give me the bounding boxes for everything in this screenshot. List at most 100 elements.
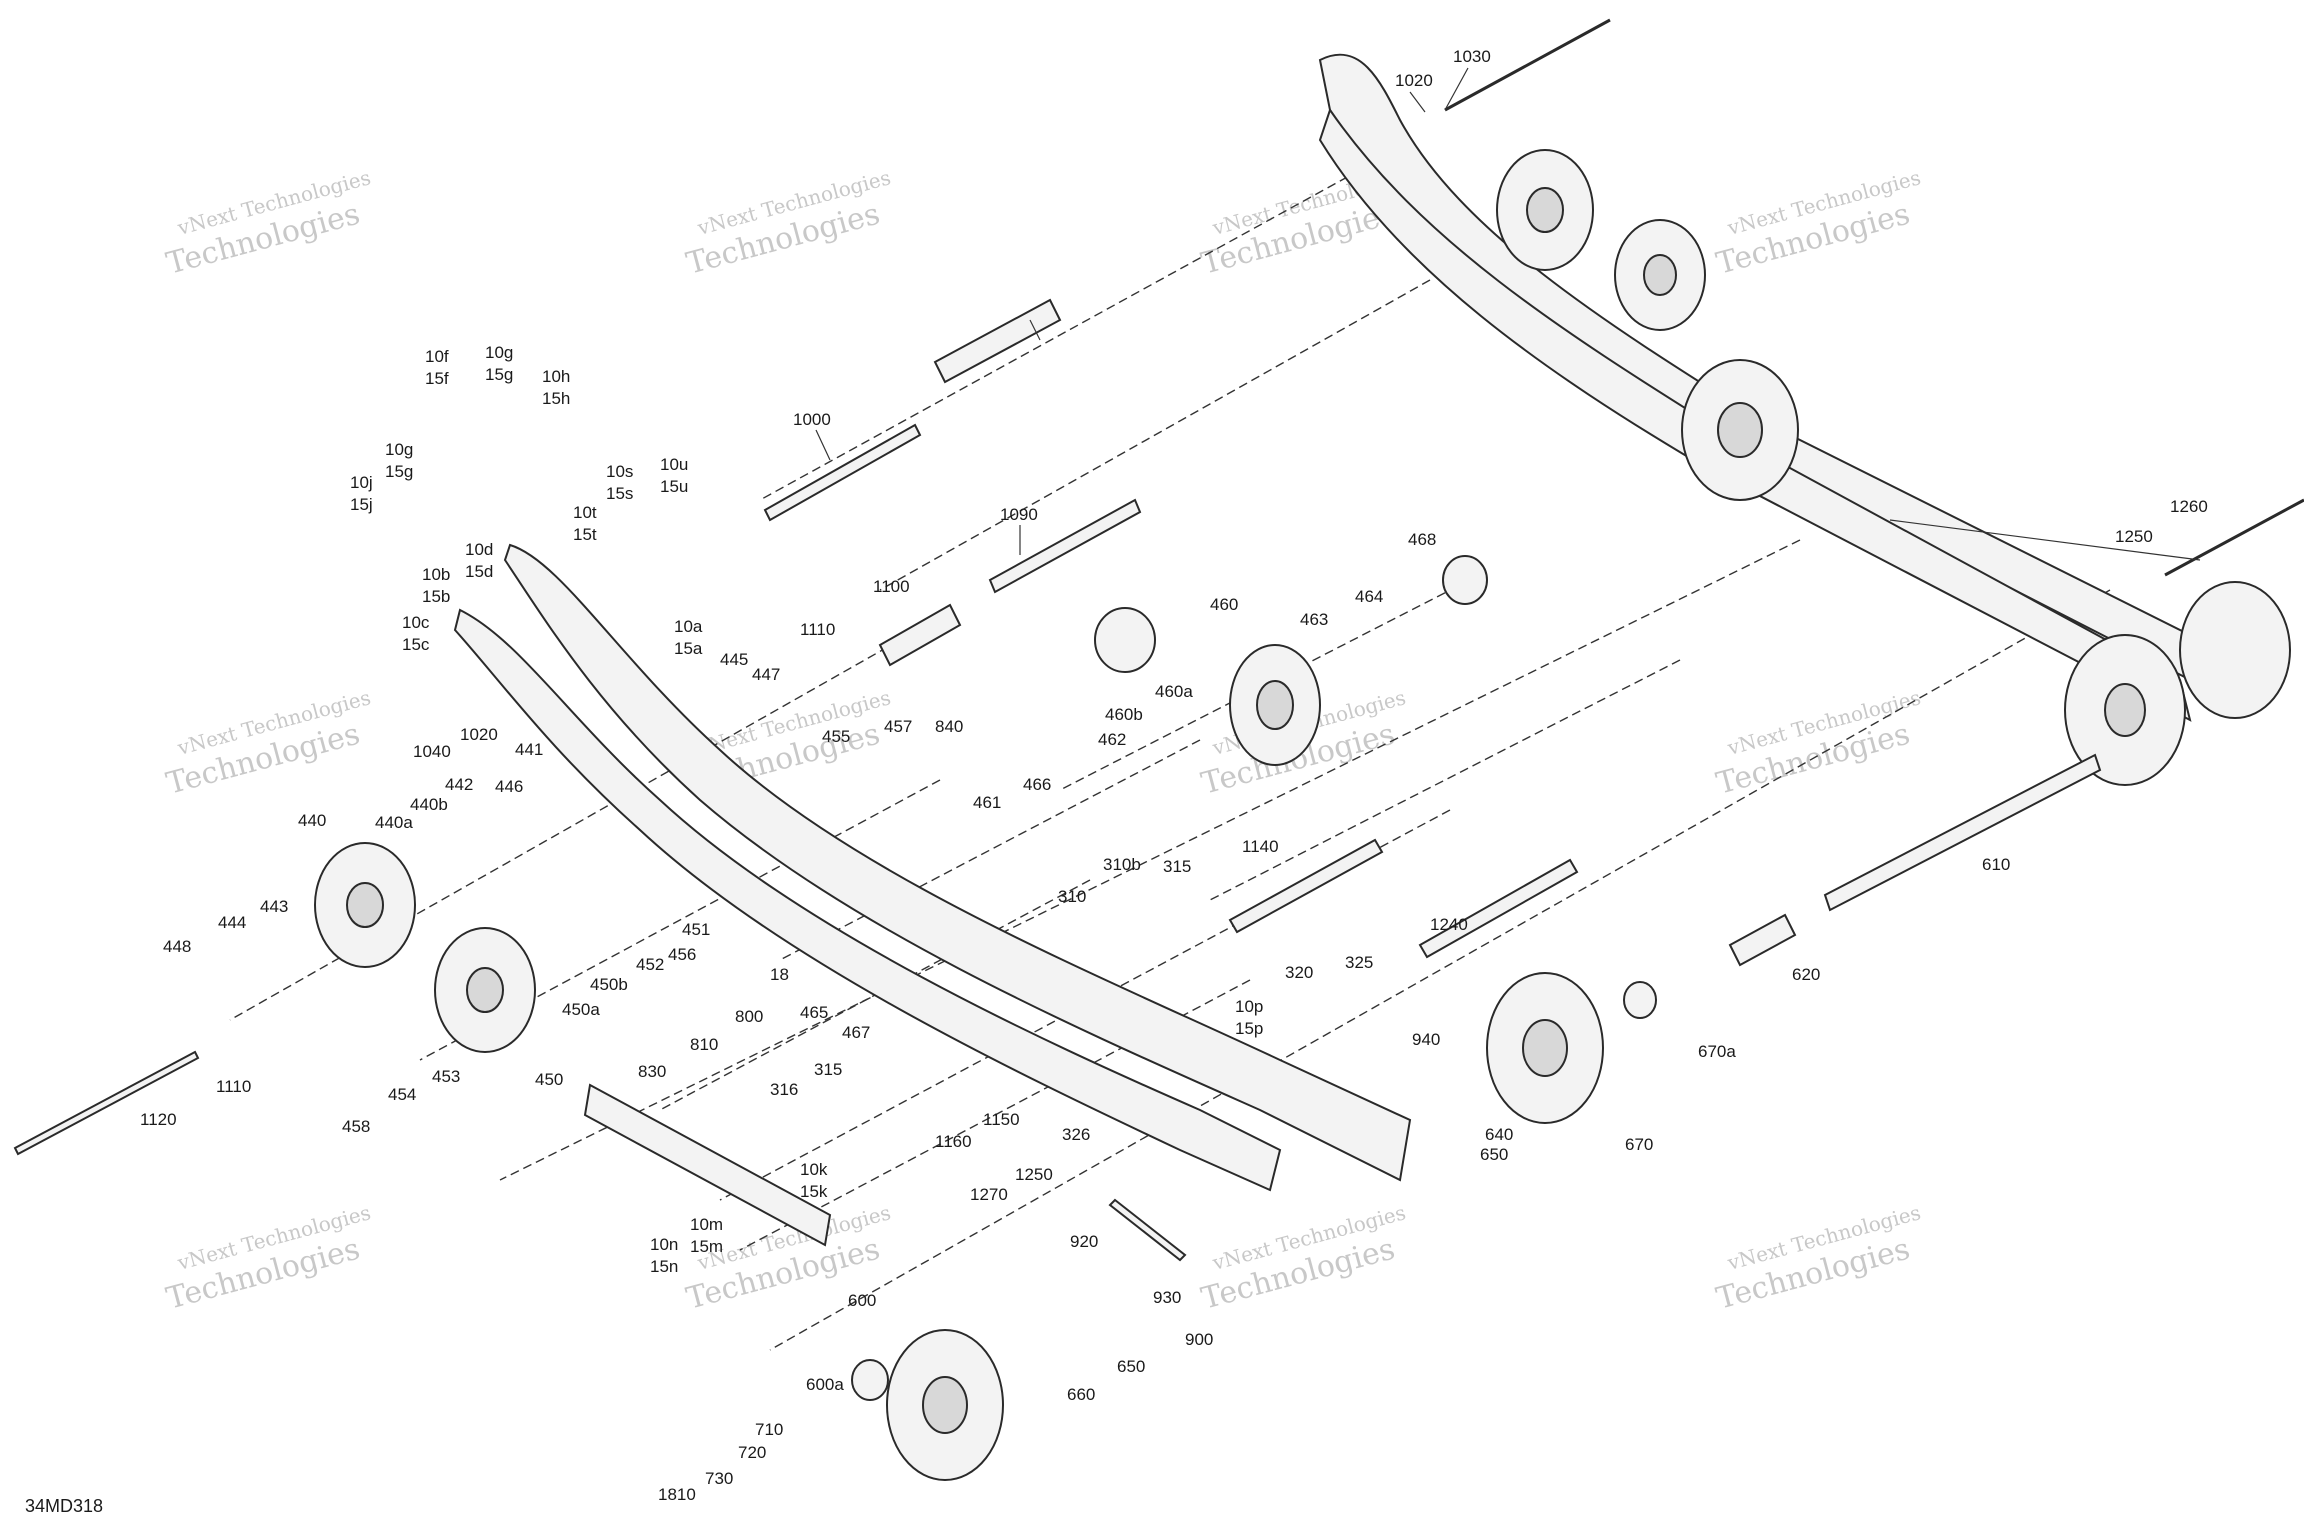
part-label: 1100	[873, 577, 910, 596]
part-label: 1020	[1395, 71, 1433, 90]
part-label: 10n	[650, 1235, 678, 1254]
watermark: vNext Technologies Technologies	[1713, 1200, 1923, 1316]
part-label: 830	[638, 1062, 666, 1081]
part-label: 18	[770, 965, 789, 984]
part-label: 10k	[800, 1160, 828, 1179]
part-label: 840	[935, 717, 963, 736]
part-label: 442	[445, 775, 473, 794]
part-label: 15f	[425, 369, 449, 388]
part-label: 15u	[660, 477, 688, 496]
part-label: 650	[1117, 1357, 1145, 1376]
part-label: 1270	[970, 1185, 1008, 1204]
part-label: 452	[636, 955, 664, 974]
part-label: 1120	[140, 1110, 177, 1129]
part-label: 720	[738, 1443, 766, 1462]
part-label: 15b	[422, 587, 450, 606]
part-label: 940	[1412, 1030, 1440, 1049]
part-label: 1160	[935, 1132, 972, 1151]
part-label: 315	[814, 1060, 842, 1079]
part-label: 600	[848, 1291, 876, 1310]
part-label: 440	[298, 811, 326, 830]
shafts-and-tubes	[13, 298, 2102, 1262]
part-label: 900	[1185, 1330, 1213, 1349]
watermark-layer: vNext Technologies Technologies vNext Te…	[163, 165, 1923, 1316]
part-label: 460a	[1155, 682, 1193, 701]
part-label: 660	[1067, 1385, 1095, 1404]
watermark: vNext Technologies Technologies	[1713, 165, 1923, 281]
part-label: 1250	[1015, 1165, 1053, 1184]
part-label: 455	[822, 727, 850, 746]
part-label: 730	[705, 1469, 733, 1488]
part-label: 1260	[2170, 497, 2208, 516]
part-label: 15p	[1235, 1019, 1263, 1038]
part-label: 461	[973, 793, 1001, 812]
callout-labels: 1030 1020 1000 1090 1260 1250 10h 15h 10…	[140, 47, 2208, 1504]
part-label: 460	[1210, 595, 1238, 614]
watermark: vNext Technologies Technologies	[1713, 685, 1923, 801]
part-label: 650	[1480, 1145, 1508, 1164]
part-label: 10t	[573, 503, 597, 522]
part-label: 15g	[485, 365, 513, 384]
leader-lines	[815, 67, 2201, 561]
part-label: 1040	[413, 742, 451, 761]
part-label: 10a	[674, 617, 703, 636]
part-label: 10u	[660, 455, 688, 474]
part-label: 441	[515, 740, 543, 759]
part-label: 15j	[350, 495, 373, 514]
part-label: 315	[1163, 857, 1191, 876]
part-label: 445	[720, 650, 748, 669]
part-label: 10g	[385, 440, 413, 459]
watermark: vNext Technologies Technologies	[1198, 1200, 1408, 1316]
part-label: 15c	[402, 635, 430, 654]
part-label: 1140	[1242, 837, 1279, 856]
part-label: 464	[1355, 587, 1383, 606]
part-label: 15m	[690, 1237, 723, 1256]
part-label: 10h	[542, 367, 570, 386]
part-label: 15n	[650, 1257, 678, 1276]
part-label: 1110	[800, 620, 835, 639]
part-label: 610	[1982, 855, 2010, 874]
part-label: 710	[755, 1420, 783, 1439]
part-label: 15g	[385, 462, 413, 481]
part-label: 15a	[674, 639, 703, 658]
part-label: 620	[1792, 965, 1820, 984]
part-label: 460b	[1105, 705, 1143, 724]
part-label: 440b	[410, 795, 448, 814]
part-label: 1090	[1000, 505, 1038, 524]
part-label: 800	[735, 1007, 763, 1026]
assembly-lines	[229, 169, 2111, 1351]
part-label: 450a	[562, 1000, 600, 1019]
diagram-code: 34MD318	[25, 1496, 103, 1516]
part-label: 670	[1625, 1135, 1653, 1154]
part-label: 10p	[1235, 997, 1263, 1016]
rear-rail-assembly	[1318, 18, 2304, 786]
part-label: 1150	[983, 1110, 1020, 1129]
part-label: 15s	[606, 484, 633, 503]
part-label: 1110	[216, 1077, 251, 1096]
part-label: 1240	[1430, 915, 1468, 934]
part-label: 15h	[542, 389, 570, 408]
part-label: 447	[752, 665, 780, 684]
part-label: 320	[1285, 963, 1313, 982]
part-label: 466	[1023, 775, 1051, 794]
part-label: 444	[218, 913, 246, 932]
part-label: 458	[342, 1117, 370, 1136]
part-label: 453	[432, 1067, 460, 1086]
part-label: 457	[884, 717, 912, 736]
watermark: vNext Technologies Technologies	[163, 685, 373, 801]
part-label: 10j	[350, 473, 373, 492]
part-label: 316	[770, 1080, 798, 1099]
part-label: 468	[1408, 530, 1436, 549]
part-label: 448	[163, 937, 191, 956]
part-label: 10s	[606, 462, 633, 481]
part-label: 463	[1300, 610, 1328, 629]
part-label: 1250	[2115, 527, 2153, 546]
part-label: 10d	[465, 540, 493, 559]
part-label: 1030	[1453, 47, 1491, 66]
front-rail-assembly	[453, 543, 1412, 1247]
part-label: 462	[1098, 730, 1126, 749]
part-label: 1000	[793, 410, 831, 429]
part-label: 310b	[1103, 855, 1141, 874]
part-label: 1810	[658, 1485, 696, 1504]
